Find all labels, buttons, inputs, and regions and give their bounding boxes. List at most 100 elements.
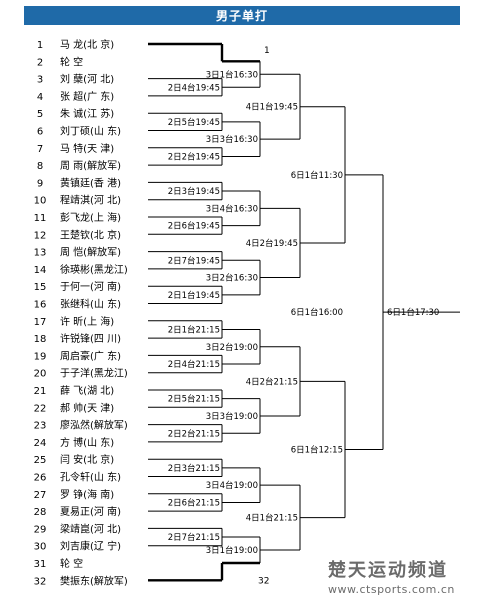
match-label: 3日2台16:30 [206,273,258,284]
player-name: 廖泓然(解放军) [60,419,128,432]
player-seed: 22 [34,403,47,414]
player-name: 王楚钦(北 京) [60,228,121,241]
player-seed: 27 [34,490,47,501]
player-seed: 12 [34,230,47,241]
player-seed: 4 [37,92,43,103]
match-label: 2日4台19:45 [168,82,220,93]
player-seed: 30 [34,542,47,553]
player-seed: 32 [34,576,47,587]
match-label: 6日1台17:30 [387,307,439,318]
player-seed: 23 [34,421,47,432]
player-seed: 31 [34,559,47,570]
player-name: 周启豪(广 东) [60,349,121,362]
match-label: 6日1台11:30 [291,170,343,181]
match-label: 3日3台16:30 [206,134,258,145]
player-seed: 20 [34,369,47,380]
player-name: 许 昕(上 海) [60,315,114,328]
player-seed: 11 [34,213,47,224]
page-title-bar: 男子单打 [24,6,460,25]
player-seed: 5 [37,109,43,120]
match-label: 2日5台21:15 [168,394,220,405]
player-seed: 17 [34,317,47,328]
player-name: 马 龙(北 京) [60,38,114,51]
match-label: 2日2台21:15 [168,428,220,439]
player-seed: 7 [37,144,43,155]
match-label: 3日4台19:00 [206,480,258,491]
player-name: 周 恺(解放军) [60,246,121,259]
player-seed: 1 [37,40,43,51]
player-seed: 2 [37,57,43,68]
player-seed: 15 [34,282,47,293]
match-label: 4日2台21:15 [246,376,298,387]
player-name: 朱 诚(江 苏) [60,107,114,120]
player-name: 方 博(山 东) [60,436,114,449]
player-name: 闫 安(北 京) [60,453,114,466]
player-seed: 28 [34,507,47,518]
match-label: 2日5台19:45 [168,117,220,128]
player-seed: 6 [37,127,43,138]
player-seed: 24 [34,438,47,449]
player-seed: 9 [37,178,43,189]
player-name: 马 特(天 津) [60,143,114,155]
player-name: 刘丁硕(山 东) [60,125,121,138]
match-label: 3日3台19:00 [206,411,258,422]
player-seed: 18 [34,334,47,345]
match-label: 2日1台19:45 [168,290,220,301]
match-label: 2日4台21:15 [168,359,220,370]
player-name: 罗 铮(海 南) [60,488,114,501]
player-name: 郝 帅(天 津) [60,401,114,414]
watermark-url: www.ctsports.com.cn [328,583,455,596]
player-seed: 29 [34,524,47,535]
player-name: 彭飞龙(上 海) [60,211,121,224]
match-label: 6日1台12:15 [291,444,343,455]
match-label: 2日1台21:15 [168,324,220,335]
match-label: 3日1台19:00 [206,545,258,556]
page-title: 男子单打 [215,9,268,23]
player-seed: 16 [34,300,47,311]
player-seed: 13 [34,248,47,259]
player-name: 轮 空 [60,55,83,68]
match-label: 2日3台21:15 [168,463,220,474]
player-name: 薛 飞(湖 北) [60,385,114,397]
player-name: 徐瑛彬(黑龙江) [60,263,128,276]
player-name: 程靖淇(河 北) [60,194,121,207]
player-seed: 8 [37,161,43,172]
player-name: 于子洋(黑龙江) [60,367,128,380]
match-label: 2日6台19:45 [168,221,220,232]
bye-marker: 1 [264,46,270,56]
player-name: 夏易正(河 南) [60,505,121,518]
player-name: 孔令轩(山 东) [60,471,121,484]
player-name: 轮 空 [60,557,83,570]
player-name: 张继科(山 东) [60,298,121,311]
match-label: 3日4台16:30 [206,203,258,214]
player-seed: 14 [34,265,47,276]
player-seed: 26 [34,473,47,484]
watermark-title: 楚天运动频道 [328,560,448,581]
player-name: 于何一(河 南) [60,280,121,293]
match-label: 3日2台19:00 [206,342,258,353]
player-seed: 25 [34,455,47,466]
match-label: 2日7台19:45 [168,255,220,266]
match-label: 4日1台21:15 [246,513,298,524]
match-label: 3日1台16:30 [206,69,258,80]
player-name: 许锐锋(四 川) [60,332,121,345]
match-label: 2日3台19:45 [168,186,220,197]
player-name: 黄镇廷(香 港) [60,176,121,189]
player-name: 周 雨(解放军) [60,159,121,172]
player-name: 刘 蘖(河 北) [60,73,114,86]
player-name: 梁靖崑(河 北) [60,522,121,535]
match-label: 6日1台16:00 [291,307,343,318]
watermark: 楚天运动频道 www.ctsports.com.cn [328,556,478,596]
match-label: 4日2台19:45 [246,238,298,249]
match-label: 4日1台19:45 [246,102,298,113]
player-seed: 19 [34,351,47,362]
match-label: 2日6台21:15 [168,497,220,508]
player-seed: 10 [34,196,47,207]
player-name: 樊振东(解放军) [60,574,128,587]
player-name: 张 超(广 东) [60,90,114,103]
player-seed: 21 [34,386,47,397]
bye-marker: 32 [258,576,269,586]
player-seed: 3 [37,75,43,86]
match-label: 2日2台19:45 [168,151,220,162]
